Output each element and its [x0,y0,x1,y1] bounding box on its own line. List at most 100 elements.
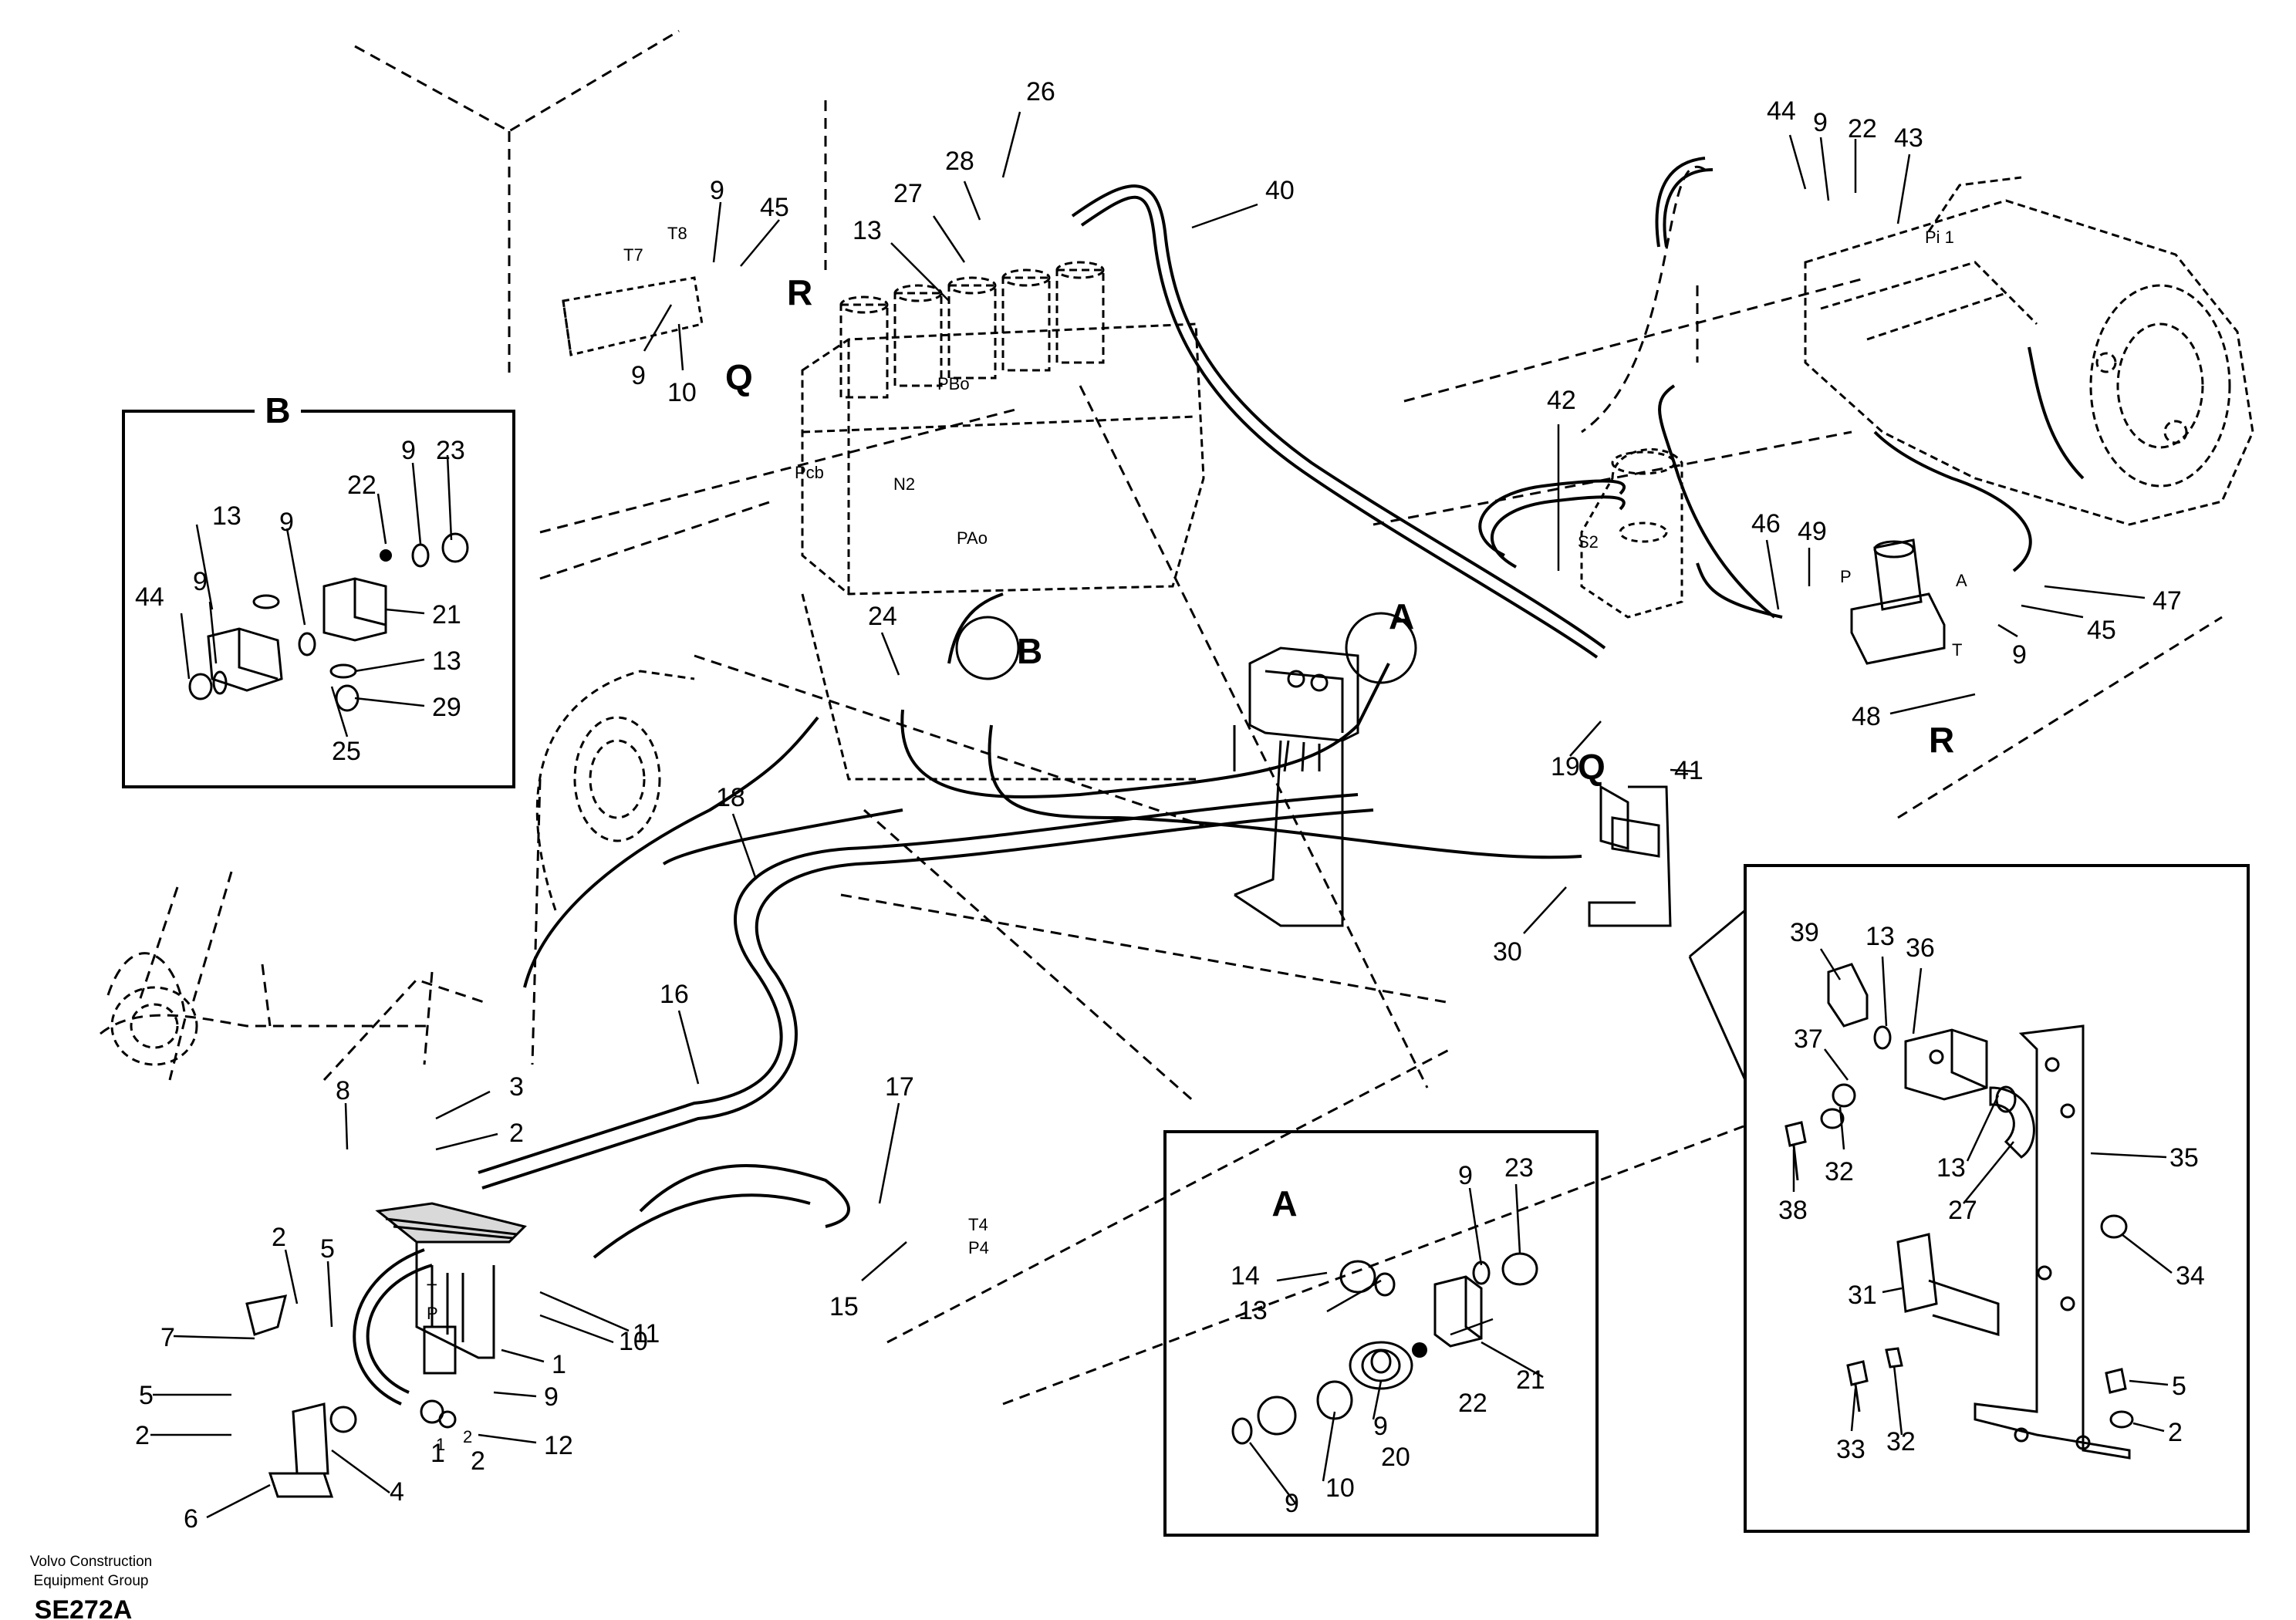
callout: 29 [432,693,461,722]
callout: 41 [1674,756,1703,785]
callout: 10 [619,1327,648,1356]
detail-b-indicator-circle [955,616,1020,680]
joystick-base-assembly [1233,646,1359,927]
callout: 42 [1547,386,1576,415]
port-t7: T7 [623,245,643,265]
callout: 19 [1551,752,1580,781]
pilot-valve-block-right [1850,538,1946,665]
port-pao: PAo [957,528,988,548]
callout: 39 [1790,918,1819,947]
detail-a-indicator-circle [1345,612,1417,684]
port-t4: T4 [968,1215,988,1234]
port-p-valve: P [1840,567,1852,586]
callout: 37 [1794,1024,1823,1054]
frame-outline [110,670,695,1066]
callout-leaders [150,111,2173,1519]
callout: 47 [2152,586,2182,616]
callout: 10 [667,378,697,407]
port-a-valve: A [1956,571,1967,590]
callout: 22 [347,471,376,500]
footer-credit: Volvo Construction Equipment Group SE272… [30,1554,152,1620]
callout: 33 [1836,1435,1866,1464]
hydraulic-pump-outline [1804,176,2254,526]
callout: 17 [885,1072,914,1102]
callout: 45 [760,193,789,222]
callout: 40 [1265,176,1295,205]
port-t-pedal: T [427,1281,437,1300]
damper-base-assembly [245,1294,357,1498]
callout: 18 [716,783,745,812]
callout: 31 [1848,1281,1877,1310]
ref-letter-q-right: Q [1578,747,1606,787]
callout: 5 [139,1381,154,1410]
callout: 44 [1767,96,1796,126]
callout: 9 [1373,1412,1388,1441]
callout: 38 [1778,1196,1808,1225]
callout: 27 [893,179,923,208]
callout: 21 [1516,1365,1545,1395]
port-n2: N2 [893,474,915,494]
callout: 21 [432,600,461,629]
callout: 24 [868,602,897,631]
drawing-code: SE272A [35,1595,133,1620]
callout: 27 [1948,1196,1977,1225]
port-s2: S2 [1578,532,1599,552]
callout: 22 [1848,114,1877,143]
callout: 22 [1458,1389,1487,1418]
callout: 3 [509,1072,524,1102]
callout: 13 [432,646,461,676]
callout: 35 [2169,1143,2199,1173]
callout: 9 [279,508,294,537]
callout: 9 [1285,1489,1299,1518]
callout: 44 [135,582,164,612]
valve-port-block-top-left [562,276,704,356]
callout: 9 [1813,108,1828,137]
callout: 25 [332,737,361,766]
ref-letter-r-right: R [1929,720,1954,760]
callout: 10 [1325,1473,1355,1503]
detail-label-a: A [1271,1183,1297,1223]
callout: 15 [829,1292,859,1321]
port-2-pedal: 2 [463,1427,472,1446]
detail-box-a: A [1163,1130,1599,1537]
callout: 23 [1504,1153,1534,1183]
callout: 13 [1866,922,1895,951]
port-t-valve: T [1952,640,1962,660]
port-1-pedal: 1 [436,1435,445,1454]
port-pcb: Pcb [795,463,824,482]
ref-letter-r-top: R [787,272,812,312]
callout-numbers: 26 28 27 13 40 9 45 9 10 44 9 22 43 42 4… [135,77,2205,1534]
callout: 9 [631,361,646,390]
callout: 13 [853,216,882,245]
footer-line-1: Volvo Construction [30,1554,152,1570]
travel-pedal-assembly [375,1202,527,1429]
callout: 9 [544,1382,559,1412]
callout: 14 [1231,1261,1260,1291]
callout: 9 [2012,640,2027,670]
bracket-35-main [1588,785,1672,927]
port-p4: P4 [968,1238,989,1257]
callout: 9 [401,436,416,465]
callout: 2 [135,1421,150,1450]
callout: 8 [336,1076,350,1105]
callout: 30 [1493,937,1522,967]
machine-outline-dashed [100,29,2223,1406]
port-labels: T7 T8 Pcb N2 PBo PAo S2 Pi 1 P A T T4 P4… [427,224,1967,1454]
ref-letter-q-top: Q [725,357,753,397]
callout: 34 [2176,1261,2205,1291]
callout: 45 [2087,616,2116,645]
callout: 2 [272,1223,286,1252]
callout: 9 [1458,1161,1473,1190]
callout: 2 [471,1446,485,1476]
port-t8: T8 [667,224,687,243]
callout: 32 [1825,1157,1854,1186]
detail-box-b: B [122,390,515,788]
callout: 23 [436,436,465,465]
callout: 2 [2168,1418,2183,1447]
callout: 6 [184,1504,198,1534]
callout: 5 [320,1234,335,1264]
callout: 26 [1026,77,1055,106]
callout: 4 [390,1477,404,1507]
callout: 9 [710,176,724,205]
port-pi1: Pi 1 [1925,228,1954,247]
